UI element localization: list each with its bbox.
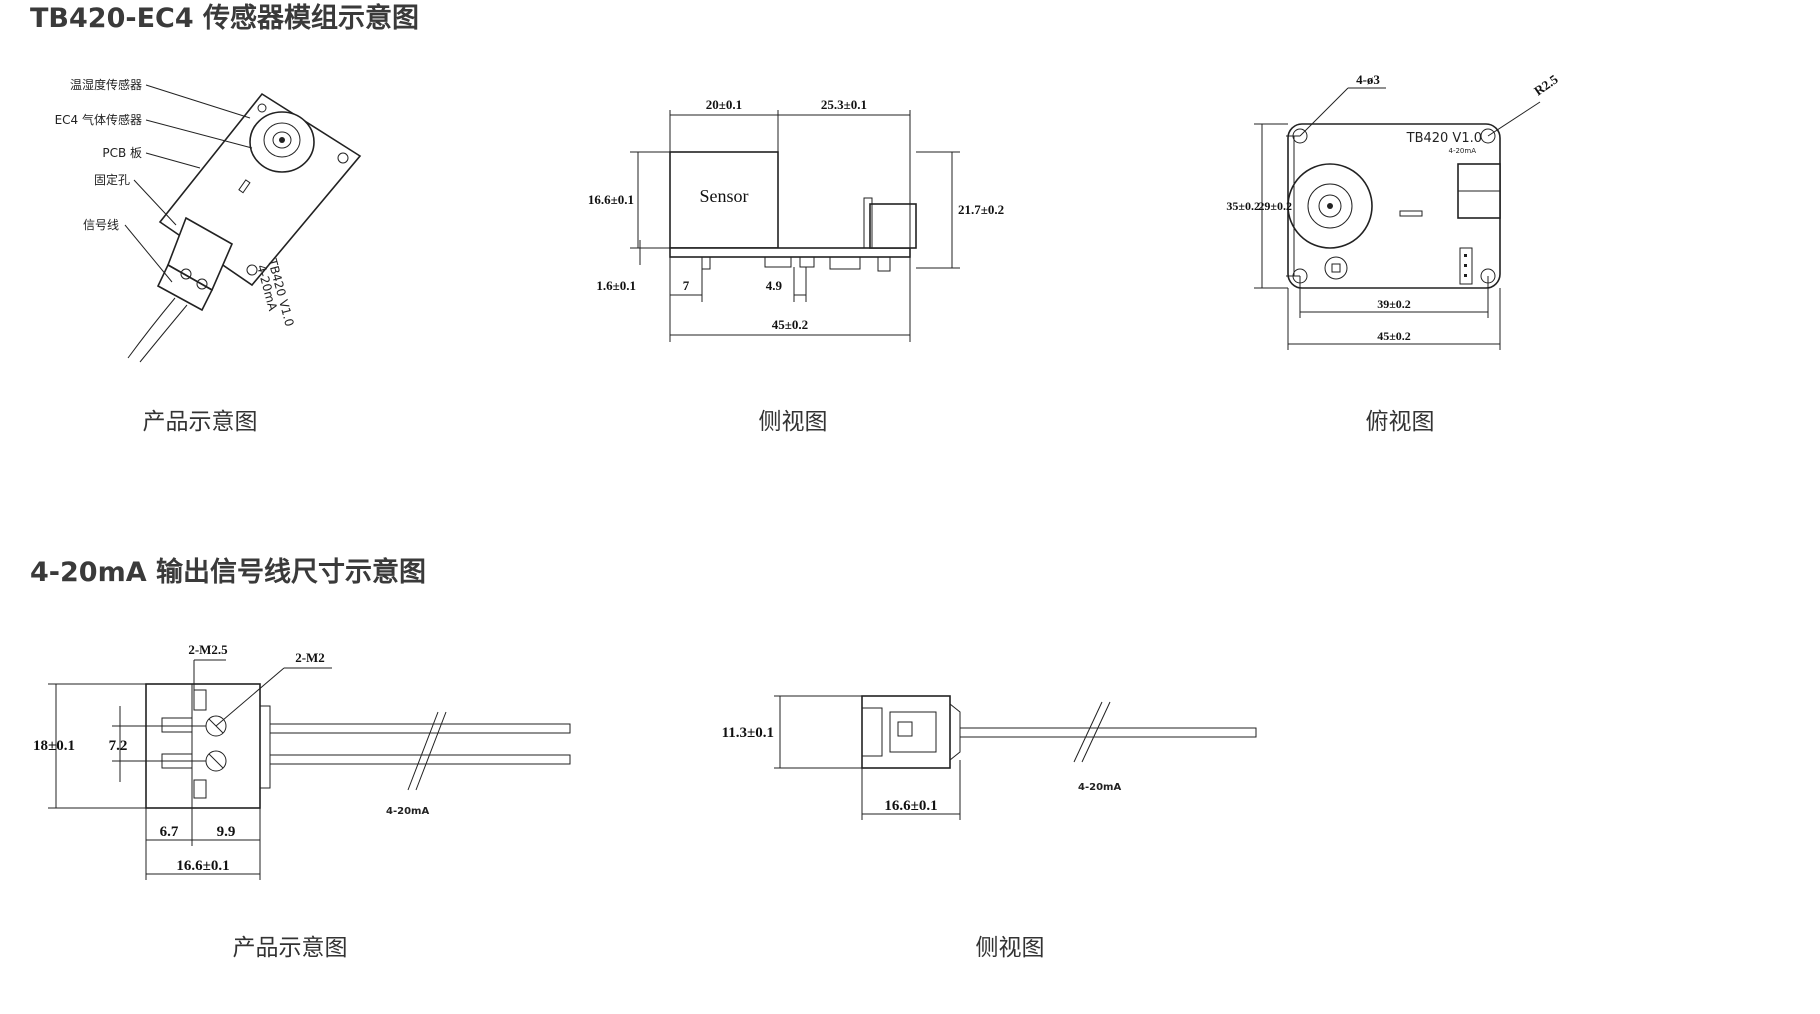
cable-side-label: 4-20mA	[1078, 782, 1121, 793]
dim-hole: 4-ø3	[1356, 72, 1380, 87]
dim-seg-a: 6.7	[160, 824, 179, 840]
caption-cable-product: 产品示意图	[232, 935, 348, 961]
dim-cable-width: 16.6±0.1	[176, 858, 229, 874]
dim-inner-height: 29±0.2	[1258, 199, 1292, 213]
callout-pcb-board: PCB 板	[102, 146, 142, 160]
top-board-text: TB420 V1.0	[1406, 131, 1482, 146]
caption-product-schematic: 产品示意图	[142, 409, 258, 435]
dim-left-height: 16.6±0.1	[588, 192, 634, 207]
callout-ec4-gas-sensor: EC4 气体传感器	[55, 112, 142, 127]
dim-cable-height: 18±0.1	[33, 738, 75, 754]
dim-top-right: 25.3±0.1	[821, 97, 867, 112]
section-title-cable: 4-20mA 输出信号线尺寸示意图	[30, 557, 426, 588]
dim-screw-a: 2-M2.5	[188, 642, 228, 657]
dim-pcb-thickness: 1.6±0.1	[596, 278, 636, 293]
dim-screw-b: 2-M2	[295, 650, 325, 665]
top-view-drawing: TB420 V1.0 4-20mA 4-ø3 R2.5 35±0.2 29±0.…	[1226, 71, 1561, 350]
side-pcb-shape	[669, 247, 911, 258]
callout-mounting-hole: 固定孔	[94, 172, 130, 187]
caption-side-view: 侧视图	[758, 409, 828, 435]
sensor-text: Sensor	[700, 186, 749, 206]
cable-connector-shape	[861, 695, 951, 769]
dim-right-height: 21.7±0.2	[958, 202, 1004, 217]
top-board-subtext: 4-20mA	[1449, 147, 1477, 155]
sensor-box-shape	[669, 151, 779, 249]
product-schematic: TB420 V1.0 4-20mA 温湿度传感器 EC4 气体传感器 PCB 板…	[55, 77, 362, 363]
dim-radius: R2.5	[1531, 71, 1561, 98]
dim-side-height: 11.3±0.1	[722, 725, 774, 741]
caption-top-view: 俯视图	[1365, 409, 1435, 435]
cable-product-drawing: 4-20mA 2-M2.5 2-M2 18±0.1 7.2 6.7 9.9 16…	[33, 642, 571, 880]
dim-total-width: 45±0.2	[772, 317, 808, 332]
dim-top-left: 20±0.1	[706, 97, 742, 112]
side-view-drawing: Sensor 20±0.1 25.3±0.1 16.6±0.1 21.7±0.2…	[588, 97, 1004, 342]
callout-signal-wire: 信号线	[83, 218, 119, 232]
dim-offset-b: 4.9	[766, 278, 783, 293]
caption-cable-side: 侧视图	[975, 935, 1045, 961]
cable-side-drawing: 4-20mA 11.3±0.1 16.6±0.1	[722, 695, 1257, 820]
cable-label: 4-20mA	[386, 806, 429, 817]
dim-side-width: 16.6±0.1	[884, 798, 937, 814]
dim-hole-spacing: 39±0.2	[1377, 297, 1411, 311]
dim-top-total-width: 45±0.2	[1377, 329, 1411, 343]
cable-side-wire-shape	[959, 727, 1257, 738]
dim-outer-height: 35±0.2	[1226, 199, 1260, 213]
dim-offset-a: 7	[683, 278, 690, 293]
section-title-module: TB420-EC4 传感器模组示意图	[30, 3, 420, 34]
wire-bottom-shape	[269, 754, 571, 765]
wire-top-shape	[269, 723, 571, 734]
dim-cable-pitch: 7.2	[109, 738, 128, 754]
dim-seg-b: 9.9	[217, 824, 236, 840]
callout-temp-humidity-sensor: 温湿度传感器	[70, 77, 142, 92]
